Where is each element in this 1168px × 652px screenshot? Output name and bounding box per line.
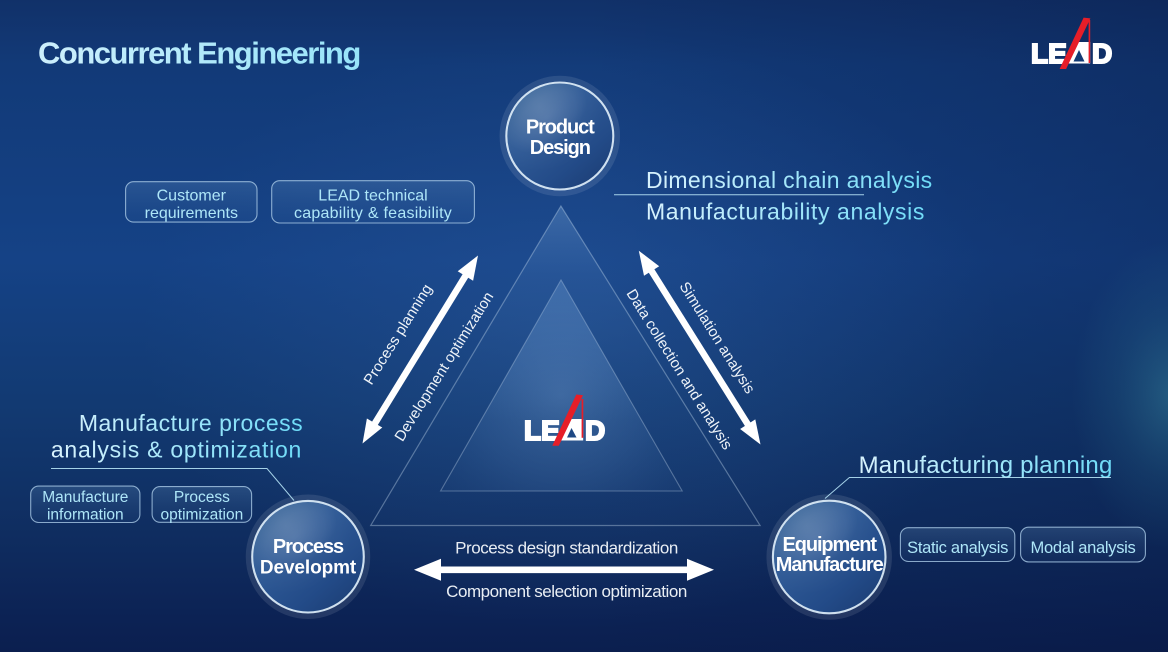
svg-text:analysis & optimization: analysis & optimization — [51, 436, 302, 462]
svg-text:Component selection optimizati: Component selection optimization — [446, 582, 687, 601]
svg-text:Equipment: Equipment — [782, 534, 877, 556]
svg-text:Developmt: Developmt — [260, 558, 357, 579]
svg-text:Dimensional chain analysis: Dimensional chain analysis — [646, 167, 933, 193]
svg-text:Manufacturability analysis: Manufacturability analysis — [646, 199, 925, 225]
svg-text:Customer: Customer — [157, 188, 227, 205]
svg-text:information: information — [47, 507, 124, 524]
svg-text:Process design standardization: Process design standardization — [455, 539, 678, 558]
svg-text:Manufacture: Manufacture — [776, 554, 884, 576]
svg-text:Manufacturing planning: Manufacturing planning — [859, 452, 1113, 479]
svg-text:LE: LE — [524, 415, 560, 446]
svg-text:Product: Product — [526, 116, 595, 138]
svg-text:Process: Process — [174, 489, 230, 506]
svg-text:Design: Design — [530, 137, 590, 159]
svg-text:Modal analysis: Modal analysis — [1031, 539, 1136, 557]
svg-text:Manufacture process: Manufacture process — [79, 410, 303, 436]
svg-text:LE: LE — [1031, 38, 1067, 69]
svg-text:Process: Process — [273, 536, 344, 558]
svg-text:requirements: requirements — [145, 205, 238, 222]
svg-text:optimization: optimization — [161, 507, 244, 524]
svg-text:Static analysis: Static analysis — [907, 539, 1008, 557]
svg-text:Concurrent Engineering: Concurrent Engineering — [38, 36, 360, 71]
svg-text:Manufacture: Manufacture — [42, 489, 128, 506]
svg-text:D: D — [585, 415, 605, 446]
svg-text:D: D — [1092, 38, 1112, 69]
svg-text:LEAD technical: LEAD technical — [318, 188, 427, 205]
svg-text:capability & feasibility: capability & feasibility — [294, 205, 452, 222]
